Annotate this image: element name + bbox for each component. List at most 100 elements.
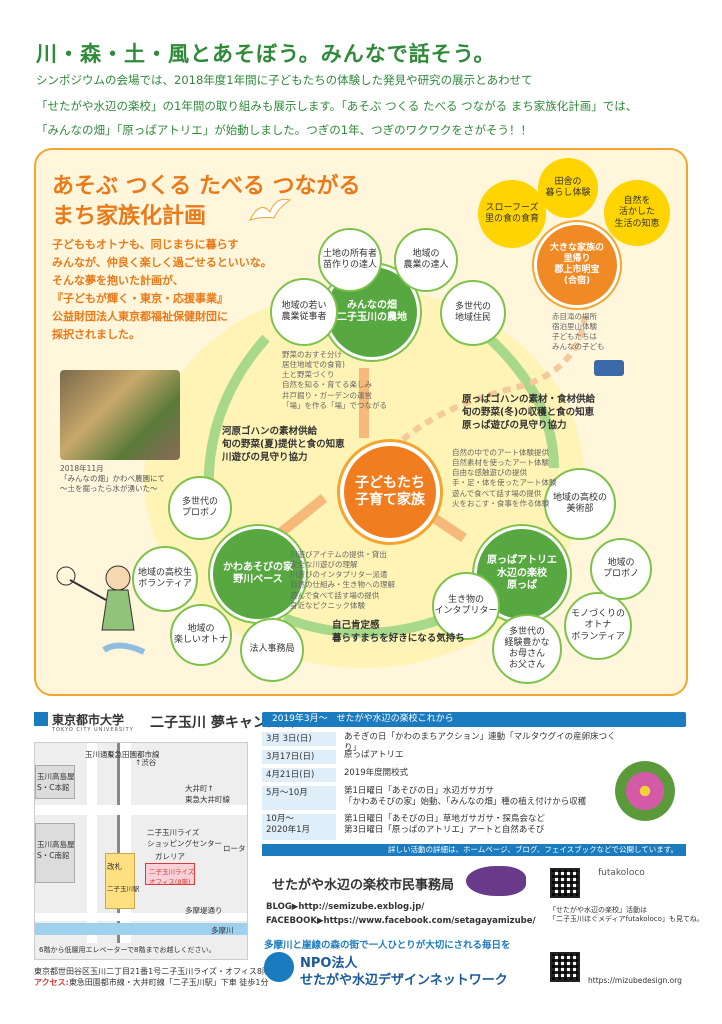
facebook-label: FACEBOOK▶: [266, 916, 324, 926]
field-list: 野菜のおすそ分け 居住地域での食育) 土と野菜づくり 自然を知る・育てる楽しみ …: [282, 350, 387, 411]
satogaeri-item: みんなの子ども: [552, 342, 605, 352]
plan-desc-3: そんな夢を抱いた計画が、: [52, 274, 184, 287]
atelier-list: 自然の中でのアート体験提供 自然素材を使ったアート体験 自由な感触遊びの提供 手…: [452, 448, 557, 509]
map-elevator-note: 6階から低層用エレベーターで8階までお越しください。: [39, 946, 216, 954]
arrow-center-left: [270, 494, 328, 542]
fish-logo-icon: [466, 866, 526, 896]
kawa-item: 自然の仕組み・生き物への理解: [290, 580, 395, 590]
npo-tagline: 多摩川と崖線の森の街で一人ひとりが大切にされる毎日を: [264, 940, 511, 951]
atelier-item: 遊んで食べて話す場の提供: [452, 488, 542, 498]
bird-icon: [249, 198, 292, 221]
satogaeri-item: 宿泊里山体験: [552, 322, 597, 332]
bus-icon: [594, 360, 624, 376]
facebook-url: https://www.facebook.com/setagayamizube/: [323, 916, 536, 926]
hub-satogaeri: 大きな家族の 里帰り 郡上市明宝 (合宿): [534, 222, 620, 308]
atelier-item: 火をおこす・食事を作る体験: [452, 498, 550, 508]
futakoloco-note: 「せたがや水辺の楽校」活動は 「二子玉川ほぐメディアfutakoloco」も見て…: [549, 906, 704, 924]
schedule-row: 10月～ 2020年1月第1日曜日「あそびの日」草地ガサガサ・探鳥会など 第3日…: [262, 814, 622, 840]
map-label-tamagawa-river: 多摩川: [211, 926, 234, 935]
schedule-row: 3月 3日(日)あそぎの日「かわのまちアクション」連動「マルタウグイの産卵床つく…: [262, 732, 622, 753]
dotted-route: [391, 287, 589, 451]
node-farm-master: 地域の 農業の達人: [394, 228, 458, 292]
node-creature-interpreter: 生き物の インタプリター: [432, 572, 500, 640]
schedule-date: 3月17日(日): [262, 750, 336, 764]
node-shizen: 自然を 活かした 生活の知恵: [604, 180, 670, 246]
bottom-benefit-list: 自己肯定感 暮らすまちを好きになる気持ち: [332, 620, 465, 646]
blog-label: BLOG▶: [266, 902, 299, 912]
npo-logo-icon: [264, 952, 294, 982]
schedule-event: 第1日曜日「あそびの日」草地ガサガサ・探鳥会など 第3日曜日「原っぱのアトリエ」…: [344, 814, 545, 836]
qr-code-icon[interactable]: [550, 952, 580, 982]
field-item: 土と野菜づくり: [282, 370, 335, 380]
map-label-rise-shopping: 二子玉川ライズ ショッピングセンター: [147, 828, 222, 848]
atelier-support-item: 原っぱ遊びの見守り協力: [462, 419, 567, 431]
schedule-date: 10月～ 2020年1月: [262, 814, 336, 840]
access-label: アクセス:: [34, 978, 69, 987]
field-item: 野菜のおすそ分け: [282, 350, 342, 359]
kawa-support-item: 旬の野菜(夏)提供と食の知恵: [222, 438, 345, 450]
intro-line-3: 「みんなの畑」「原っぱアトリエ」が始動しました。つぎの1年、つぎのワクワクをさが…: [36, 123, 533, 137]
npo-type: NPO法人: [300, 956, 358, 971]
map-label-tamagawa-street: 玉川通り: [85, 750, 115, 759]
node-office: 法人事務局: [240, 618, 304, 682]
hub-kawa-asobi-no-ie: かわあそびの家 野川ベース: [210, 526, 306, 622]
university-name-en: TOKYO CITY UNIVERSITY: [52, 727, 134, 733]
node-hs-art-club: 地域の高校の 美術部: [544, 468, 616, 540]
npo-name: せたがや水辺デザインネットワーク: [300, 973, 508, 988]
schedule-event: 2019年度開校式: [344, 768, 409, 778]
intro-line-1: シンポジウムの会場では、2018年度1年間に子どもたちの体験した発見や研究の展示…: [36, 73, 533, 87]
arrow-arc-bottom: [282, 613, 446, 638]
map-label-station: 二子玉川駅: [107, 885, 140, 893]
road-horizontal: [35, 805, 247, 815]
plan-title-line2: まち家族化計画: [52, 204, 207, 229]
benefit-item: 自己肯定感: [332, 620, 380, 631]
activity-photo: [60, 370, 180, 460]
kawa-item: 川遊びのインタプリター派遣: [290, 570, 388, 580]
kawa-item: 川遊びアイテムの提供・貸出: [290, 550, 387, 559]
photo-caption: 2018年11月 「みんなの畑」かわべ農園にて ～土を掘ったら水が湧いた～: [60, 464, 165, 493]
schedule-row: 4月21日(日) 2019年度開校式: [262, 768, 622, 782]
plan-desc-4: 『子どもが輝く・東京・応援事業』: [52, 292, 228, 305]
plan-desc-1: 子どももオトナも、同じまちに暮らす: [52, 238, 239, 251]
node-fun-adult: 地域の 楽しいオトナ: [170, 604, 232, 666]
schedule-event: 原っぱアトリエ: [344, 750, 404, 760]
schedule-date: 4月21日(日): [262, 768, 336, 782]
schedule-row: 3月17日(日) 原っぱアトリエ: [262, 750, 622, 764]
schedule-row: 5月～10月第1日曜日「あそびの日」水辺ガサガサ 「かわあそびの家」始動、「みん…: [262, 786, 622, 810]
sc-main-box: [35, 765, 75, 799]
map-label-tamatsutsumi: 多摩堤通り: [185, 906, 223, 915]
road-tamatsutsumi: [35, 913, 247, 921]
map-label-office: 二子玉川ライズ オフィス(8階): [149, 868, 195, 886]
address: 東京都世田谷区玉川二丁目21番1号二子玉川ライズ・オフィス8階: [34, 967, 270, 976]
atelier-item: 自然素材を使ったアート体験: [452, 458, 550, 468]
node-slowfood: スローフーズ 里の食の食育: [478, 180, 546, 248]
node-monozukuri: モノづくりの オトナ ボランティア: [564, 592, 632, 660]
map-label-shibuya: ↑渋谷: [135, 758, 157, 767]
access-info: アクセス:東急田園都市線・大井町線「二子玉川駅」下車 徒歩1分: [34, 977, 268, 988]
facebook-link[interactable]: FACEBOOK▶https://www.facebook.com/setaga…: [266, 916, 536, 926]
map-label-kaisatsu: 改札: [107, 862, 122, 871]
access-map: 玉川高島屋 S・C本館 玉川高島屋 S・C南館 玉川通り 東急田園都市線 ↑渋谷…: [34, 742, 248, 960]
map-label-rotary: ロータリー: [223, 844, 247, 853]
kawa-support-list: 河原ゴハンの素材供給 旬の野菜(夏)提供と食の知恵 川遊びの見守り協力: [222, 426, 345, 464]
qr-code-icon[interactable]: [550, 868, 580, 898]
kawa-support-item: 川遊びの見守り協力: [222, 451, 308, 463]
child-with-net-icon: [56, 565, 146, 655]
schedule-header: 2019年3月～ せたがや水辺の楽校これから: [262, 712, 686, 727]
blog-link[interactable]: BLOG▶http://semizube.exblog.jp/: [266, 902, 424, 912]
field-item: 自然を知る・育てる楽しみ: [282, 380, 372, 390]
benefit-item: 暮らすまちを好きになる気持ち: [332, 632, 465, 644]
field-item: 居住地域での食育): [282, 360, 345, 370]
headline: 川・森・土・風とあそぼう。みんなで話そう。: [36, 42, 496, 66]
plan-desc-6: 採択されました。: [52, 328, 140, 341]
arrow-arc-right: [485, 334, 559, 469]
atelier-support-list: 原っぱゴハンの素材・食材供給 旬の野菜(冬)の収穫と食の知恵 原っぱ遊びの見守り…: [462, 394, 595, 432]
schedule-event: 第1日曜日「あそびの日」水辺ガサガサ 「かわあそびの家」始動、「みんなの畑」種の…: [344, 786, 587, 808]
map-label-galleria: ガレリア: [155, 852, 185, 861]
npo-url-link[interactable]: https://mizubedesign.org: [588, 976, 682, 985]
map-label-denentoshi: 東急田園都市線: [107, 750, 160, 759]
flower-illustration: [610, 756, 680, 826]
blog-url: http://semizube.exblog.jp/: [298, 902, 425, 912]
node-multi-residents: 多世代の 地域住民: [440, 280, 506, 346]
map-label-sc-south: 玉川高島屋 S・C南館: [37, 840, 75, 860]
